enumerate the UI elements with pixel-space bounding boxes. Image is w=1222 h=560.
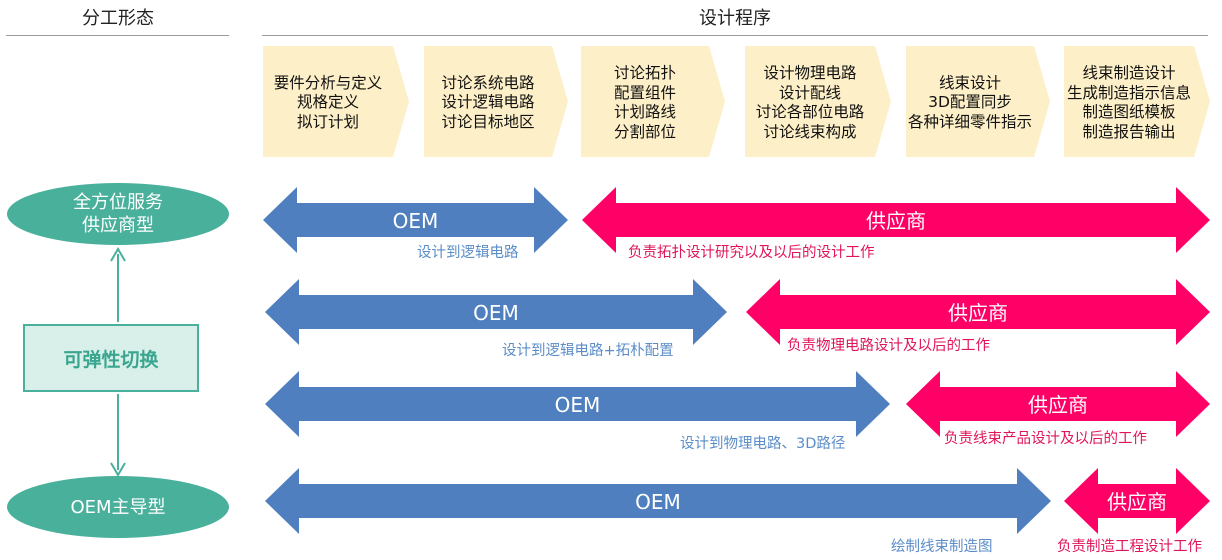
row-4-supplier-label: 供应商 [1107, 490, 1167, 514]
row-4-oem-arrow [265, 468, 1051, 534]
step-4-line-4: 讨论线束构成 [763, 122, 857, 141]
step-4-line-1: 设计物理电路 [763, 64, 857, 82]
step-1-line-1: 要件分析与定义 [273, 73, 383, 92]
right-header-divider [262, 35, 1208, 36]
step-6-line-4: 制造报告输出 [1082, 122, 1176, 141]
connector-up-arrowhead [110, 247, 126, 262]
row-3-supplier-caption: 负责线束产品设计及以后的工作 [944, 431, 1147, 447]
step-6-chevron [1064, 46, 1210, 157]
step-3-text: 讨论拓扑配置组件计划路线分割部位 [581, 48, 709, 158]
step-1-line-3: 拟订计划 [296, 112, 359, 131]
row-1-supplier-arrow [582, 187, 1210, 253]
step-5-line-3: 各种详细零件指示 [907, 112, 1032, 131]
row-4-supplier-arrow [1064, 468, 1210, 534]
row-1-oem-caption: 设计到逻辑电路 [417, 245, 519, 261]
design-process-header: 设计程序 [699, 8, 771, 29]
row-1-oem-label: OEM [392, 209, 439, 233]
flexible-switch-box: 可弹性切换 [23, 324, 199, 392]
connector-down-arrowhead [110, 462, 126, 477]
step-4-text: 设计物理电路设计配线讨论各部位电路讨论线束构成 [745, 48, 875, 158]
step-1-chevron [263, 46, 409, 157]
step-2-chevron [424, 46, 568, 157]
step-4-line-3: 讨论各部位电路 [755, 103, 865, 121]
full-service-line-1: 全方位服务 [73, 192, 163, 213]
row-2-oem-arrow [265, 279, 727, 345]
row-3-oem-label: OEM [554, 393, 601, 417]
step-6-text: 线束制造设计生成制造指示信息制造图纸模板制造报告输出 [1064, 48, 1194, 158]
row-3-oem-caption: 设计到物理电路、3D路径 [680, 436, 846, 452]
step-2-text: 讨论系统电路设计逻辑电路讨论目标地区 [424, 48, 552, 158]
step-2-line-1: 讨论系统电路 [441, 73, 535, 92]
flexible-switch-label: 可弹性切换 [63, 348, 159, 371]
step-1-text: 要件分析与定义规格定义拟订计划 [263, 48, 393, 158]
row-4-oem-caption: 绘制线束制造图 [891, 539, 993, 555]
step-5-line-2: 3D配置同步 [928, 93, 1012, 112]
step-4-chevron [745, 46, 891, 157]
row-3-supplier-arrow [906, 371, 1210, 437]
step-6-line-2: 生成制造指示信息 [1066, 83, 1191, 102]
row-1-supplier-caption: 负责拓扑设计研究以及以后的设计工作 [628, 245, 875, 261]
row-2-oem-caption: 设计到逻辑电路+拓朴配置 [502, 343, 674, 359]
step-3-line-4: 分割部位 [613, 122, 676, 141]
full-service-line-2: 供应商型 [82, 215, 154, 236]
step-1-line-2: 规格定义 [296, 93, 359, 112]
step-3-chevron [581, 46, 725, 157]
oem-led-oval: OEM主导型 [7, 476, 229, 538]
step-4-line-2: 设计配线 [778, 83, 841, 102]
row-4-oem-label: OEM [635, 490, 681, 514]
full-service-supplier-oval: 全方位服务 供应商型 [7, 183, 229, 245]
row-2-supplier-arrow [746, 279, 1210, 345]
row-3-oem-arrow [265, 371, 890, 437]
step-3-line-3: 计划路线 [613, 103, 676, 121]
step-5-line-1: 线束设计 [938, 73, 1001, 92]
division-form-header: 分工形态 [82, 8, 154, 29]
step-6-line-3: 制造图纸模板 [1082, 103, 1176, 121]
row-2-oem-label: OEM [473, 301, 519, 325]
step-3-line-2: 配置组件 [613, 83, 676, 102]
step-2-line-3: 讨论目标地区 [441, 112, 535, 131]
row-2-supplier-caption: 负责物理电路设计及以后的工作 [787, 338, 990, 354]
row-1-supplier-label: 供应商 [866, 209, 926, 233]
step-2-line-2: 设计逻辑电路 [441, 93, 535, 112]
row-3-supplier-label: 供应商 [1028, 393, 1088, 417]
oem-led-label: OEM主导型 [70, 496, 166, 518]
step-6-line-1: 线束制造设计 [1082, 64, 1176, 82]
step-3-line-1: 讨论拓扑 [613, 64, 676, 82]
row-1-oem-arrow [263, 187, 568, 253]
row-4-supplier-caption: 负责制造工程设计工作 [1057, 539, 1202, 555]
left-header-divider [6, 35, 229, 36]
row-2-supplier-label: 供应商 [948, 301, 1008, 325]
step-5-chevron [906, 46, 1050, 157]
